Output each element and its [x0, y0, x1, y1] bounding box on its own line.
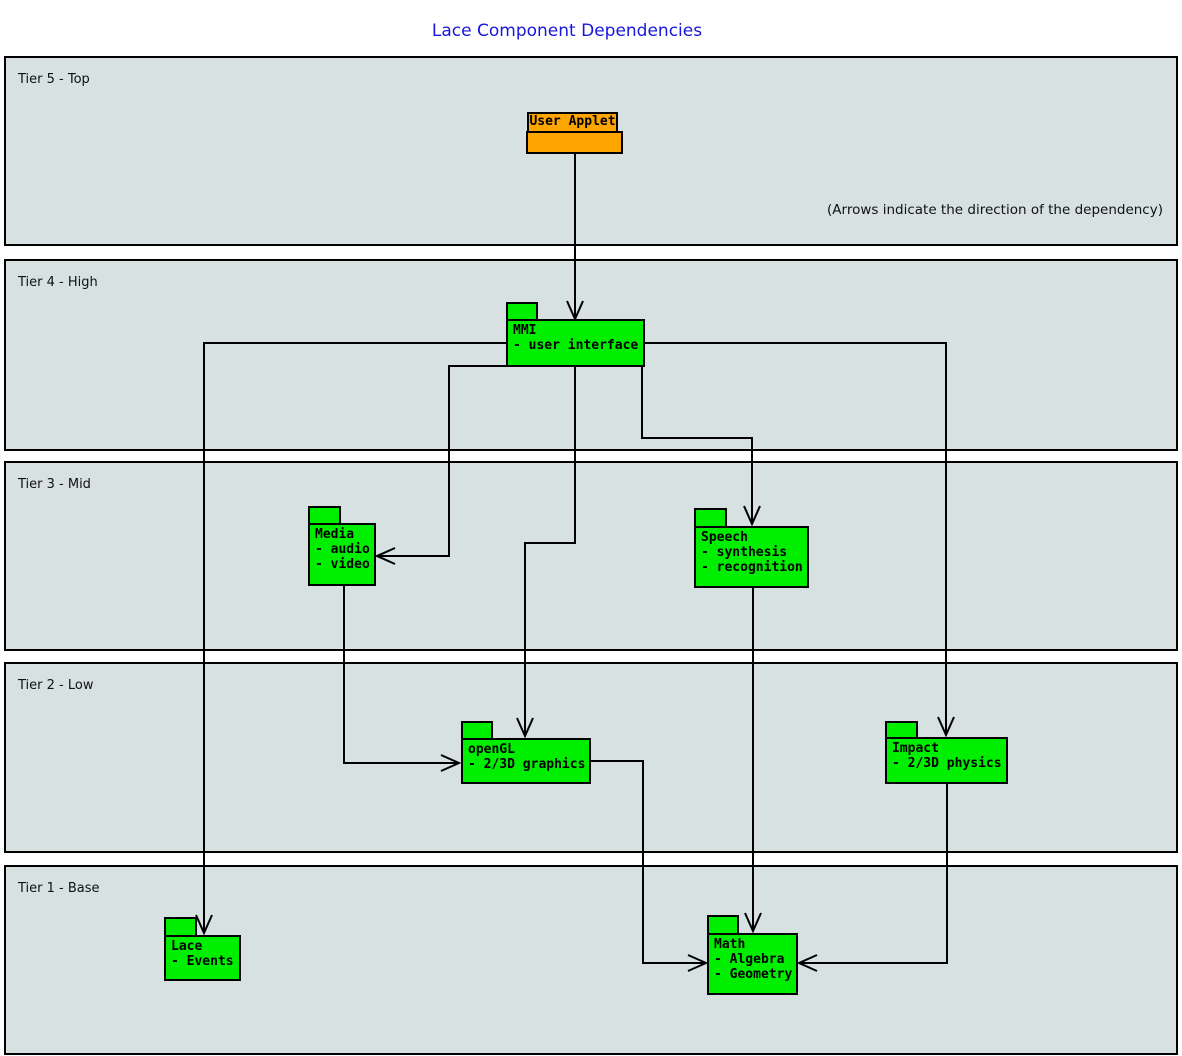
package-lace-name: Lace [171, 939, 203, 954]
arrow-mmi-to-media [374, 365, 509, 565]
package-math-detail-2: - Geometry [714, 967, 793, 982]
package-math-tab [707, 915, 739, 935]
package-media-name: Media [315, 527, 355, 542]
package-media: Media - audio - video [308, 523, 376, 586]
package-speech-name: Speech [701, 530, 748, 545]
package-opengl-name: openGL [468, 742, 515, 757]
package-math-detail-1: - Algebra [714, 952, 785, 967]
tier-3-label: Tier 3 - Mid [18, 477, 91, 492]
annotation-arrow-direction: (Arrows indicate the direction of the de… [827, 202, 1163, 218]
package-media-detail-1: - audio [315, 542, 370, 557]
component-user-applet-body [526, 131, 623, 154]
package-lace-tab [164, 917, 197, 937]
page-title: Lace Component Dependencies [431, 21, 703, 41]
tier-band-2: Tier 2 - Low [4, 662, 1178, 853]
arrow-speech-to-math [744, 585, 762, 934]
package-impact-detail: - 2/3D physics [892, 756, 1002, 771]
tier-1-label: Tier 1 - Base [18, 881, 100, 896]
package-lace-detail: - Events [171, 954, 234, 969]
package-math-name: Math [714, 937, 746, 952]
tier-5-label: Tier 5 - Top [18, 72, 90, 87]
arrow-mmi-to-impact [643, 342, 955, 738]
package-speech-detail-2: - recognition [701, 560, 803, 575]
package-impact: Impact - 2/3D physics [885, 737, 1008, 784]
package-impact-name: Impact [892, 741, 939, 756]
package-opengl: openGL - 2/3D graphics [461, 738, 591, 784]
arrow-mmi-to-speech [641, 366, 761, 527]
package-math: Math - Algebra - Geometry [707, 933, 798, 995]
arrow-opengl-to-math [588, 760, 709, 972]
arrow-mmi-to-opengl [516, 366, 576, 739]
package-lace: Lace - Events [164, 935, 241, 981]
package-mmi-detail: - user interface [513, 338, 639, 353]
package-media-detail-2: - video [315, 557, 370, 572]
arrow-mmi-to-lace [195, 342, 507, 936]
package-mmi-name: MMI [513, 323, 537, 338]
tier-2-label: Tier 2 - Low [18, 678, 94, 693]
arrow-media-to-opengl [343, 582, 462, 772]
tier-band-3: Tier 3 - Mid [4, 461, 1178, 651]
package-speech-tab [694, 508, 727, 528]
package-mmi: MMI - user interface [506, 319, 645, 367]
tier-4-label: Tier 4 - High [18, 275, 98, 290]
package-speech-detail-1: - synthesis [701, 545, 788, 560]
component-user-applet-label: User Applet [527, 112, 618, 133]
package-speech: Speech - synthesis - recognition [694, 526, 809, 588]
package-opengl-detail: - 2/3D graphics [468, 757, 586, 772]
arrow-userapplet-to-mmi [566, 154, 584, 322]
arrow-impact-to-math [796, 781, 948, 972]
